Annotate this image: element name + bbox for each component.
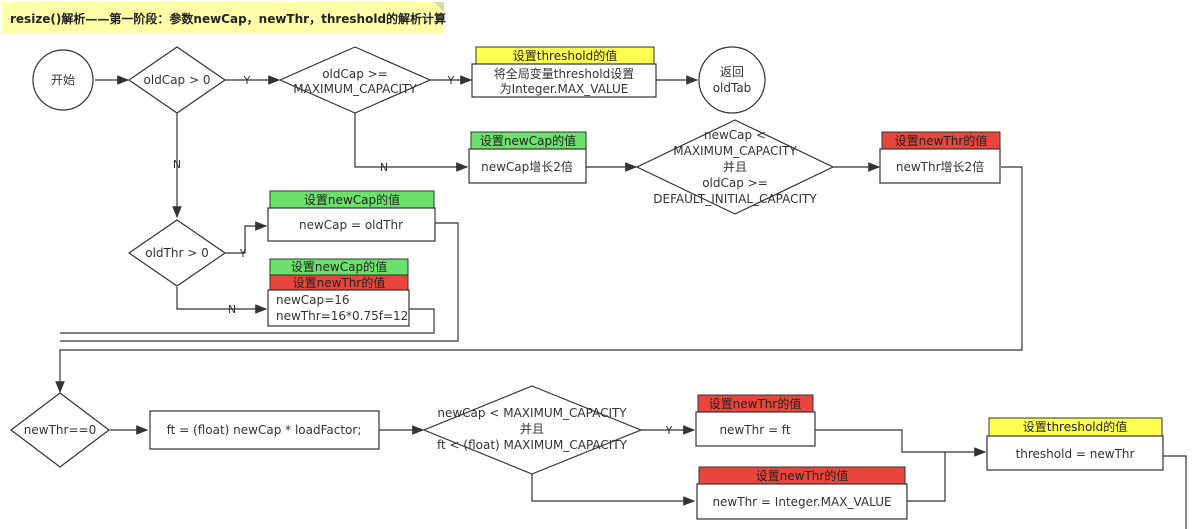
edge-final-out [1163,455,1187,529]
edge-ftcond-no [531,466,696,506]
box-newcap-double: 设置newCap的值 newCap增长2倍 [468,131,587,184]
decision-newcap-oldcap: newCap < MAXIMUM_CAPACITY 并且 oldCap >= D… [635,119,835,215]
connectors [55,75,1187,529]
svg-text:将全局变量threshold设置: 将全局变量threshold设置 [494,66,635,81]
svg-text:newCap < MAXIMUM_CAPACITY: newCap < MAXIMUM_CAPACITY [437,406,627,420]
svg-text:设置newThr的值: 设置newThr的值 [756,468,849,483]
box-newcap-oldthr: 设置newCap的值 newCap = oldThr [267,190,436,242]
svg-text:oldCap >=: oldCap >= [322,67,388,81]
decision-oldthr: oldThr > 0 [127,219,227,287]
svg-text:newThr = ft: newThr = ft [719,423,790,437]
svg-text:并且: 并且 [520,422,544,436]
svg-text:DEFAULT_INITIAL_CAPACITY: DEFAULT_INITIAL_CAPACITY [653,192,817,206]
svg-text:oldCap > 0: oldCap > 0 [144,73,211,87]
decision-ft: newCap < MAXIMUM_CAPACITY 并且 ft < (float… [422,385,643,475]
edge-thr2-merge [55,166,1023,394]
svg-text:oldThr > 0: oldThr > 0 [145,246,208,260]
svg-text:newThr = Integer.MAX_VALUE: newThr = Integer.MAX_VALUE [712,495,891,509]
decision-oldcap: oldCap > 0 [127,46,227,114]
svg-text:并且: 并且 [723,160,747,174]
svg-text:设置threshold的值: 设置threshold的值 [1023,419,1128,434]
label-yes-2: Y [447,74,455,87]
svg-text:设置newCap的值: 设置newCap的值 [480,133,576,148]
edge-oldthr-yes [225,221,268,254]
note-fold [434,2,444,12]
svg-text:newThr=16*0.75f=12: newThr=16*0.75f=12 [276,309,408,323]
edge-oldthr-merge [60,222,459,342]
svg-text:newCap=16: newCap=16 [276,293,349,307]
svg-text:MAXIMUM_CAPACITY: MAXIMUM_CAPACITY [673,144,797,158]
svg-text:为Integer.MAX_VALUE: 为Integer.MAX_VALUE [500,82,629,96]
label-yes-4: Y [665,424,673,437]
svg-text:threshold = newThr: threshold = newThr [1016,447,1135,461]
label-yes-3: Y [239,247,247,260]
label-no-2: N [173,158,181,171]
svg-text:newCap = oldThr: newCap = oldThr [299,218,403,232]
svg-text:newCap增长2倍: newCap增长2倍 [481,159,573,174]
svg-text:newCap <: newCap < [704,128,766,142]
box-newthr-double: 设置newThr的值 newThr增长2倍 [879,131,1001,184]
svg-text:oldCap >=: oldCap >= [702,176,768,190]
box-newthr-ft: 设置newThr的值 newThr = ft [695,394,816,447]
edge-oldthr-no [176,287,268,314]
svg-text:设置threshold的值: 设置threshold的值 [513,48,618,63]
box-ft: ft = (float) newCap * loadFactor; [149,410,380,450]
svg-text:newThr增长2倍: newThr增长2倍 [896,159,984,174]
box-defaults: 设置newCap的值 设置newThr的值 newCap=16 newThr=1… [267,258,410,327]
start-node: 开始 [32,49,94,111]
decision-max-capacity: oldCap >= MAXIMUM_CAPACITY [278,46,432,114]
title-note: resize()解析——第一阶段：参数newCap，newThr，thresho… [2,2,447,34]
label-yes-1: Y [243,74,251,87]
return-node: 返回 oldTab [698,46,766,114]
start-label: 开始 [51,73,75,87]
svg-text:设置newCap的值: 设置newCap的值 [291,259,387,274]
svg-text:ft < (float) MAXIMUM_CAPACITY: ft < (float) MAXIMUM_CAPACITY [437,438,628,452]
svg-text:返回: 返回 [720,65,744,79]
decision-newthr-zero: newThr==0 [10,392,110,468]
label-no-1: N [380,161,388,174]
edge-ft-final [815,429,987,457]
box-set-threshold-max: 设置threshold的值 将全局变量threshold设置 为Integer.… [471,46,657,98]
box-newthr-intmax: 设置newThr的值 newThr = Integer.MAX_VALUE [696,466,908,520]
svg-text:oldTab: oldTab [713,81,752,95]
svg-text:设置newThr的值: 设置newThr的值 [895,133,988,148]
svg-text:设置newThr的值: 设置newThr的值 [293,275,386,290]
label-no-3: N [228,303,236,316]
svg-text:设置newThr的值: 设置newThr的值 [709,396,802,411]
svg-text:ft = (float) newCap * loadFact: ft = (float) newCap * loadFactor; [167,423,362,437]
title-note-text: resize()解析——第一阶段：参数newCap，newThr，thresho… [10,12,447,26]
edge-default-merge [60,308,435,334]
svg-text:设置newCap的值: 设置newCap的值 [304,192,400,207]
edge-max-no [354,113,469,172]
svg-text:newThr==0: newThr==0 [24,423,96,437]
edge-labels: Y Y N N Y N Y [173,74,673,437]
svg-text:MAXIMUM_CAPACITY: MAXIMUM_CAPACITY [293,82,417,96]
box-set-threshold-final: 设置threshold的值 threshold = newThr [986,417,1164,471]
edge-int-final [907,452,946,502]
